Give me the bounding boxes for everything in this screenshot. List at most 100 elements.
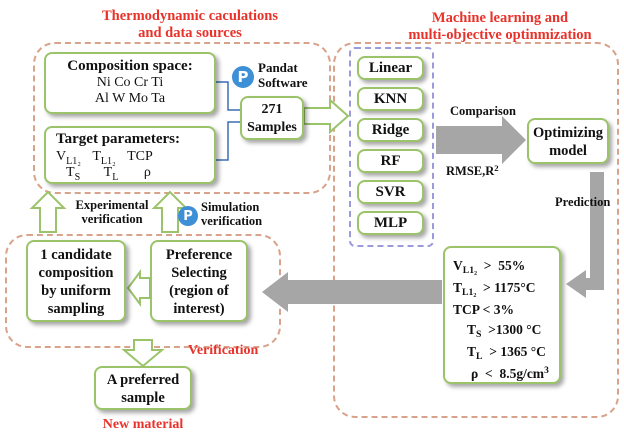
criterion-rho-rel: <	[484, 366, 493, 381]
samples-box: 271 Samples	[240, 96, 304, 140]
candidate-line3: by uniform	[41, 283, 111, 299]
criterion-tl-sym: T	[467, 344, 477, 359]
samples-count: 271	[261, 102, 283, 117]
pandat-line2: Software	[258, 75, 308, 90]
criterion-t: TL1₂ > 1175°C	[453, 278, 559, 300]
arrow-to-preferred-sample	[121, 339, 165, 368]
model-ridge: Ridge	[357, 118, 424, 142]
heading-thermodynamic-line1: Thermodynamic caculations	[101, 8, 278, 24]
criterion-tl-rel: >	[489, 344, 497, 359]
preference-line1: Preference	[165, 247, 233, 263]
model-knn-label: KNN	[373, 90, 408, 107]
new-material-label: New material	[102, 417, 184, 432]
comparison-label: Comparison	[450, 104, 516, 118]
criterion-tcp-sym: TCP	[453, 302, 480, 317]
model-rf: RF	[357, 149, 424, 173]
criterion-ts-sub: S	[476, 329, 482, 341]
pandat-software-label: Pandat Software	[258, 60, 308, 90]
criterion-v-rel: >	[483, 258, 492, 273]
composition-elements-line2: Al W Mo Ta	[94, 91, 166, 106]
heading-thermodynamic: Thermodynamic caculations and data sourc…	[70, 8, 310, 42]
model-linear: Linear	[357, 56, 424, 80]
connector-target	[216, 121, 240, 161]
rmse-text: RMSE,R	[446, 164, 495, 178]
optimizing-model-line1: Optimizing	[532, 125, 604, 141]
target-parameters-row1: VL1₂ TL1₂ TCP	[56, 149, 214, 167]
param-v: V	[56, 149, 67, 164]
criterion-t-val: 1175°C	[494, 280, 536, 295]
preference-line3: (region of	[169, 283, 229, 299]
optimizing-model-box: Optimizing model	[527, 118, 609, 164]
param-t-sub: L1₂	[100, 155, 116, 167]
experimental-line1: Experimental	[75, 198, 149, 212]
model-rf-label: RF	[380, 152, 401, 169]
criterion-t-rel: >	[483, 280, 491, 295]
criterion-tl: TL > 1365 °C	[453, 342, 559, 364]
criterion-rho-sup: 3	[544, 366, 549, 377]
target-parameters-row2: TS TL ρ	[56, 165, 214, 183]
preference-line2: Selecting	[171, 265, 227, 281]
param-ts-sub: S	[74, 171, 81, 183]
simulation-line2: verification	[201, 214, 263, 228]
pandat-line1: Pandat	[258, 60, 298, 75]
arrow-simulation-up	[151, 190, 189, 233]
criterion-v: VL1₂ > 55%	[453, 256, 559, 278]
arrow-samples-to-models	[303, 97, 350, 135]
target-parameters-box: Target parameters: VL1₂ TL1₂ TCP TS TL ρ	[44, 126, 216, 184]
model-ridge-label: Ridge	[371, 121, 410, 138]
arrow-experimental-up	[29, 190, 67, 233]
heading-ml-line2: multi-objective optinmization	[408, 27, 592, 43]
rmse-sup: 2	[494, 162, 499, 173]
param-rho: ρ	[143, 165, 151, 180]
criteria-box: VL1₂ > 55% TL1₂ > 1175°C TCP < 3% TS >13…	[443, 246, 561, 384]
model-linear-label: Linear	[368, 59, 413, 76]
criterion-tl-val: 1365 °C	[500, 344, 546, 359]
composition-space-title: Composition space:	[67, 58, 193, 74]
heading-ml-line1: Machine learning and	[431, 10, 569, 26]
ml-region	[333, 42, 619, 418]
preference-selecting-box: Preference Selecting (region of interest…	[150, 240, 248, 322]
heading-machine-learning: Machine learning and multi-objective opt…	[390, 10, 610, 44]
criterion-v-val: 55%	[498, 258, 526, 273]
simulation-logo-letter: P	[183, 208, 193, 224]
preferred-sample-line1: A preferred	[106, 372, 180, 388]
param-v-sub: L1₂	[66, 155, 81, 167]
preferred-sample-line2: sample	[121, 390, 165, 406]
candidate-line4: sampling	[47, 301, 105, 317]
model-mlp: MLP	[357, 211, 424, 235]
model-knn: KNN	[357, 87, 424, 111]
criterion-tcp: TCP < 3%	[453, 300, 559, 320]
criterion-rho-val: 8.5g/cm	[499, 366, 545, 381]
criterion-ts: TS >1300 °C	[453, 320, 559, 342]
candidate-line2: composition	[38, 265, 114, 281]
criterion-tcp-val: 3%	[493, 302, 514, 317]
simulation-line1: Simulation	[201, 200, 260, 214]
criterion-v-sym: V	[453, 258, 463, 273]
param-tcp: TCP	[127, 149, 153, 164]
criterion-ts-sym: T	[467, 322, 477, 337]
pandat-logo-icon: P	[232, 66, 254, 88]
param-ts: T	[66, 165, 75, 180]
criterion-t-sub: L1₂	[462, 287, 477, 299]
connector-composition	[216, 81, 240, 111]
prediction-label: Prediction	[555, 195, 611, 209]
param-tl: T	[103, 165, 113, 180]
model-svr: SVR	[357, 180, 424, 204]
criterion-t-sym: T	[453, 280, 463, 295]
arrow-prediction	[566, 172, 604, 298]
criterion-tcp-rel: <	[482, 302, 491, 317]
heading-thermodynamic-line2: and data sources	[138, 25, 242, 41]
samples-label: Samples	[247, 120, 297, 135]
param-t: T	[92, 149, 101, 164]
model-mlp-label: MLP	[373, 214, 408, 231]
experimental-line2: verification	[81, 212, 143, 226]
criterion-ts-val: 1300 °C	[495, 322, 542, 337]
criterion-rho: ρ < 8.5g/cm3	[453, 364, 559, 386]
pandat-logo-letter: P	[237, 68, 249, 86]
param-tl-sub: L	[112, 171, 119, 183]
model-group-outline	[349, 47, 434, 247]
rmse-label: RMSE,R2	[446, 162, 499, 179]
optimizing-model-line2: model	[549, 143, 587, 159]
verification-label: Verification	[188, 343, 259, 358]
target-parameters-title: Target parameters:	[56, 131, 180, 147]
